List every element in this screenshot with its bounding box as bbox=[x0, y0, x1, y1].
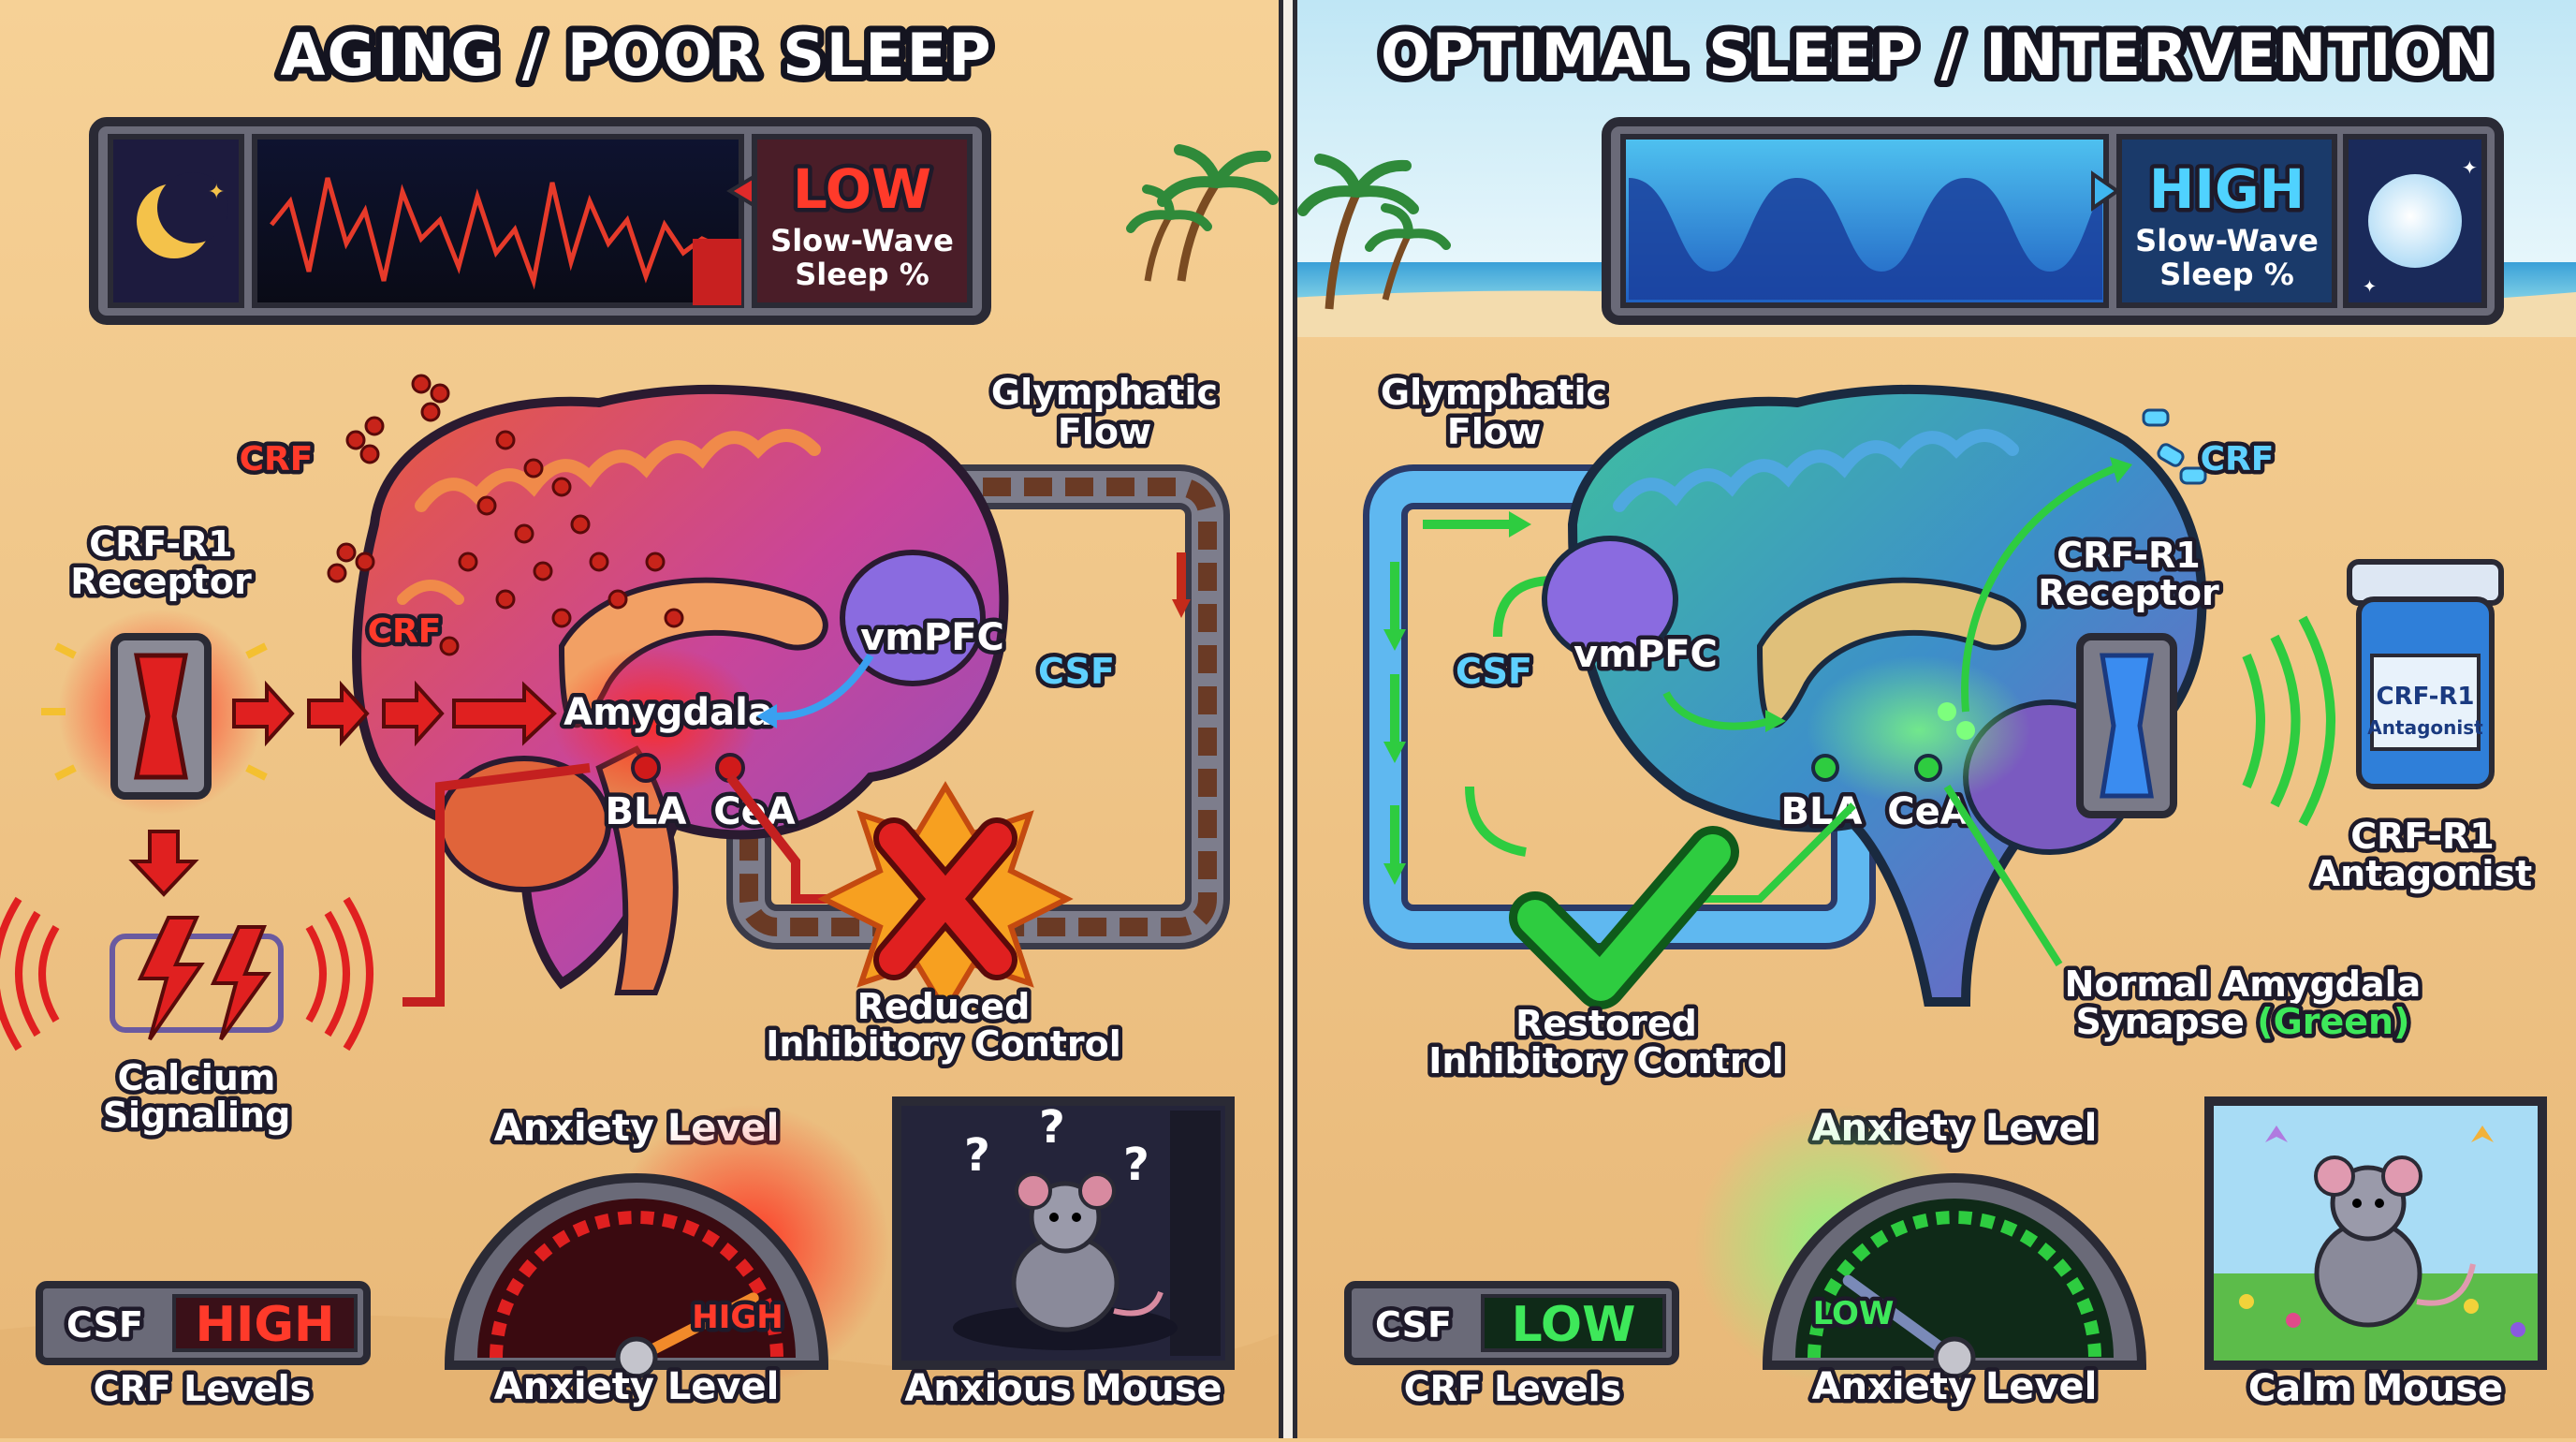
moon-icon: ✦ bbox=[137, 172, 228, 258]
right-glymphatic-label-2: Flow bbox=[1447, 411, 1541, 452]
right-vmpfc-label: vmPFC bbox=[1573, 633, 1718, 676]
left-calcium-label-2: Signaling bbox=[103, 1095, 291, 1136]
right-normal-label-2: Synapse (Green) bbox=[2076, 1001, 2410, 1042]
right-sleep-level: HIGH bbox=[2149, 157, 2305, 221]
left-crf-molecules bbox=[327, 374, 684, 656]
right-bla-label: BLA bbox=[1781, 790, 1863, 833]
right-cea-label: CeA bbox=[1887, 790, 1969, 833]
right-sleep-panel: HIGH Slow-Wave Sleep % ✦ ✦ bbox=[1602, 117, 2504, 325]
left-sleep-caption-2: Sleep % bbox=[795, 257, 929, 292]
right-csf-box-value: LOW bbox=[1512, 1297, 1636, 1353]
left-reduced-label-2: Inhibitory Control bbox=[766, 1023, 1121, 1065]
right-normal-label-2-paren: (Green) bbox=[2257, 1001, 2409, 1042]
receptor-down-arrow bbox=[128, 830, 199, 897]
left-csf-label: CSF bbox=[1038, 651, 1115, 692]
right-vmpfc-arrow bbox=[1662, 690, 1771, 730]
right-glymphatic-label-1: Glymphatic bbox=[1381, 372, 1607, 413]
right-restored-label-1: Restored bbox=[1515, 1003, 1697, 1044]
left-anxiety-gauge bbox=[444, 1105, 889, 1386]
svg-text:?: ? bbox=[964, 1129, 990, 1182]
left-gauge-value: HIGH bbox=[692, 1299, 783, 1336]
left-calcium-label-1: Calcium bbox=[118, 1057, 276, 1098]
calm-mouse-image bbox=[2204, 1096, 2547, 1370]
left-receptor-switch bbox=[41, 609, 281, 815]
svg-text:✦: ✦ bbox=[208, 181, 225, 204]
right-normal-label-1: Normal Amygdala bbox=[2065, 964, 2422, 1005]
right-receptor-label-2: Receptor bbox=[2038, 572, 2219, 613]
svg-text:✦: ✦ bbox=[2462, 156, 2478, 179]
left-sleep-panel: ✦ LOW Slow-Wave Sleep % bbox=[89, 117, 991, 325]
anxious-mouse-image: ? ? ? bbox=[892, 1096, 1235, 1370]
svg-text:✦: ✦ bbox=[2363, 277, 2377, 297]
right-receptor-label-1: CRF-R1 bbox=[2056, 535, 2200, 576]
left-vmpfc-arrow bbox=[776, 653, 874, 720]
restored-control-check-icon bbox=[1509, 826, 1739, 1009]
left-csf-box-label: CSF bbox=[66, 1304, 143, 1346]
left-amygdala-glow bbox=[552, 646, 758, 796]
right-gauge-caption: Anxiety Level bbox=[1812, 1365, 2098, 1408]
left-gauge-caption: Anxiety Level bbox=[494, 1365, 780, 1408]
bottle-label-2: Antagonist bbox=[2367, 716, 2483, 739]
left-signal-arrows bbox=[232, 680, 557, 747]
antagonist-bottle-icon bbox=[2347, 559, 2504, 789]
right-receptor-switch bbox=[2076, 615, 2335, 827]
right-anxiety-gauge bbox=[1694, 1105, 2147, 1386]
left-amygdala-label: Amygdala bbox=[564, 691, 773, 734]
full-moon-icon bbox=[2368, 174, 2462, 268]
right-antagonist-label-1: CRF-R1 bbox=[2350, 816, 2494, 857]
right-antagonist-label-2: Antagonist bbox=[2313, 853, 2532, 894]
right-csf-label: CSF bbox=[1456, 651, 1532, 692]
right-gauge-needle bbox=[1842, 1274, 1960, 1363]
bottle-label-1: CRF-R1 bbox=[2377, 683, 2475, 711]
left-glymphatic-label-2: Flow bbox=[1058, 411, 1151, 452]
right-restored-label-2: Inhibitory Control bbox=[1428, 1040, 1784, 1082]
left-mouse-caption: Anxious Mouse bbox=[904, 1367, 1222, 1410]
svg-text:?: ? bbox=[1123, 1139, 1149, 1191]
left-csf-box-value: HIGH bbox=[195, 1297, 334, 1353]
right-sleep-caption-1: Slow-Wave bbox=[2135, 223, 2319, 258]
left-receptor-label-1: CRF-R1 bbox=[89, 523, 232, 565]
right-mouse-caption: Calm Mouse bbox=[2248, 1367, 2503, 1410]
left-crf-label-mid: CRF bbox=[368, 612, 442, 651]
svg-text:?: ? bbox=[1039, 1101, 1065, 1154]
right-title: OPTIMAL SLEEP / INTERVENTION bbox=[1381, 21, 2495, 89]
left-sleep-level: LOW bbox=[793, 157, 931, 221]
left-bla-label: BLA bbox=[606, 790, 687, 833]
left-title: AGING / POOR SLEEP bbox=[280, 21, 992, 89]
right-gauge-value: LOW bbox=[1813, 1295, 1895, 1332]
left-crf-label-top: CRF bbox=[240, 440, 314, 478]
right-sleep-caption-2: Sleep % bbox=[2159, 257, 2294, 292]
right-crf-label: CRF bbox=[2201, 440, 2275, 478]
left-reduced-label-1: Reduced bbox=[857, 986, 1031, 1027]
left-gauge-needle bbox=[631, 1292, 759, 1363]
left-csf-level-box bbox=[36, 1281, 371, 1365]
reduced-control-x-icon bbox=[817, 781, 1074, 1017]
palm-tree-right bbox=[1297, 154, 1451, 310]
left-sleep-caption-1: Slow-Wave bbox=[770, 223, 954, 258]
left-receptor-label-2: Receptor bbox=[70, 561, 252, 602]
right-crf-molecules bbox=[2142, 408, 2207, 485]
right-csf-box-caption: CRF Levels bbox=[1404, 1368, 1622, 1409]
calcium-signaling-icon bbox=[0, 896, 373, 1052]
eeg-wave-bad bbox=[252, 134, 744, 308]
left-vmpfc-label: vmPFC bbox=[860, 616, 1004, 659]
left-glymphatic-label-1: Glymphatic bbox=[991, 372, 1218, 413]
left-csf-box-caption: CRF Levels bbox=[94, 1368, 312, 1409]
right-normal-label-2-text: Synapse bbox=[2076, 1001, 2245, 1042]
palm-tree-left bbox=[1126, 144, 1279, 282]
right-csf-level-box bbox=[1344, 1281, 1679, 1365]
right-csf-box-label: CSF bbox=[1375, 1304, 1452, 1346]
